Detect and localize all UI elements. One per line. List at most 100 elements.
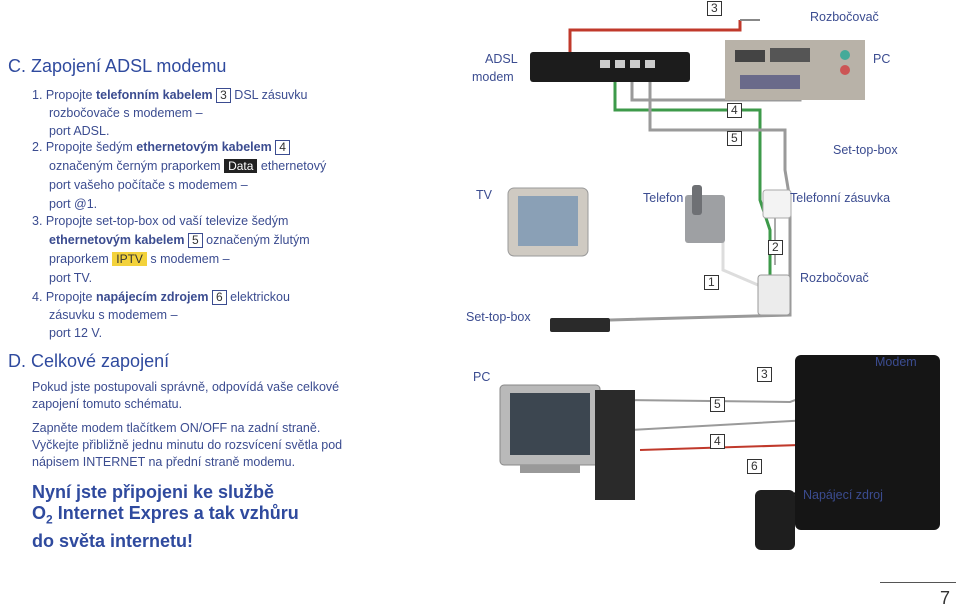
telefon-label: Telefon [643, 191, 684, 205]
step-text: port 12 V. [49, 326, 103, 340]
connection-diagram-top [507, 19, 865, 332]
pc-tower [595, 390, 635, 500]
splitter-device [757, 274, 791, 316]
settopbox-label-left: Set-top-box [466, 310, 531, 324]
step-text: Propojte [45, 88, 96, 102]
power-supply-device [755, 490, 795, 550]
page-number: 7 [940, 588, 951, 608]
tagline-line: Nyní jste připojeni ke službě [32, 482, 275, 502]
step-text: port @1. [49, 197, 98, 211]
step-text: ethernetový [257, 159, 327, 173]
tagline-line: Internet Expres a tak vzhůru [52, 503, 299, 523]
step-text: port TV. [49, 271, 93, 285]
keyboard [520, 465, 580, 473]
step-text: rozbočovače s modemem – [49, 106, 203, 120]
cable-green [613, 80, 772, 285]
para-line: Zapněte modem tlačítkem ON/OFF na zadní … [32, 421, 321, 435]
pc-label-top: PC [873, 52, 891, 66]
para-line: zapojení tomuto schématu. [32, 397, 183, 411]
step-3: 3. Propojte set-top-box od vaší televize… [32, 212, 362, 288]
tagline-sub: 2 [46, 512, 53, 527]
step-bold: ethernetovým kabelem [136, 140, 272, 154]
cable-number-badge: 5 [187, 233, 203, 248]
modem-label: modem [472, 70, 514, 84]
cable-number-badge: 3 [216, 88, 231, 103]
audio-port [840, 65, 850, 75]
cable-number-1-top: 1 [704, 275, 719, 290]
label-line: ADSL [485, 52, 518, 66]
step-1: 1. Propojte telefonním kabelem 3 DSL zás… [32, 86, 362, 140]
step-text: elektrickou [226, 290, 290, 304]
port [630, 60, 640, 68]
cable-phone [721, 240, 759, 287]
port [645, 60, 655, 68]
cable-number-badge: 4 [275, 140, 290, 155]
pc-label-bottom: PC [473, 370, 491, 384]
step-text: Propojte šedým [45, 140, 137, 154]
step-text: označeným žlutým [202, 233, 310, 247]
step-bold: napájecím zdrojem [95, 290, 209, 304]
adsl-label: ADSL [485, 52, 518, 66]
para-line: nápisem INTERNET na přední straně modemu… [32, 455, 296, 469]
step-text: port vašeho počítače s modemem – [49, 178, 248, 192]
page-footer-rule [880, 582, 956, 583]
cable-number-2-top: 2 [768, 240, 783, 255]
phone-handset [692, 185, 702, 215]
connection-diagram-bottom [499, 355, 940, 550]
data-tag: Data [224, 159, 258, 173]
port [770, 48, 810, 62]
iptv-tag: IPTV [112, 252, 147, 266]
pc-screen [510, 393, 590, 455]
step-text: Propojte set-top-box od vaší televize še… [45, 214, 289, 228]
napajeci-zdroj-label: Napájecí zdroj [803, 488, 883, 502]
step-num: 2. [32, 140, 43, 154]
tv-label: TV [476, 188, 492, 202]
cable-number-5-bottom: 5 [710, 397, 725, 412]
port [600, 60, 610, 68]
step-text: Propojte [45, 290, 96, 304]
port [740, 75, 800, 89]
step-text: DSL zásuvku [230, 88, 308, 102]
section-c-heading: C. Zapojení ADSL modemu [8, 56, 227, 76]
cable-number-5-top: 5 [727, 131, 742, 146]
modem-label-bottom: Modem [875, 355, 917, 369]
cable-red [568, 20, 742, 60]
intro-paragraph: Pokud jste postupovali správně, odpovídá… [32, 379, 362, 413]
wall-socket [762, 189, 792, 219]
step-text: zásuvku s modemem – [49, 308, 178, 322]
para-line: Pokud jste postupovali správně, odpovídá… [32, 380, 340, 394]
step-text: označeným černým praporkem [49, 159, 225, 173]
step-text: port ADSL. [49, 124, 110, 138]
step-bold: telefonním kabelem [95, 88, 213, 102]
step-4: 4. Propojte napájecím zdrojem 6 elektric… [32, 288, 362, 342]
modem-device [795, 355, 940, 530]
tagline: Nyní jste připojeni ke službě O2 Interne… [32, 482, 362, 552]
rozbocovac-label-mid: Rozbočovač [800, 271, 869, 285]
tagline-line: do světa internetu! [32, 530, 194, 551]
port [615, 60, 625, 68]
tv-screen [518, 196, 578, 246]
step-num: 3. [32, 214, 43, 228]
rozbocovac-label-top: Rozbočovač [810, 10, 879, 24]
settopbox-label-right: Set-top-box [833, 143, 898, 157]
port [735, 50, 765, 62]
step-num: 4. [32, 290, 43, 304]
phone-device [685, 195, 725, 243]
cable-number-6-bottom: 6 [747, 459, 762, 474]
set-top-box-device [550, 318, 610, 332]
label-line: modem [472, 70, 514, 84]
cable-number-4-bottom: 4 [710, 434, 725, 449]
section-d-heading: D. Celkové zapojení [8, 351, 170, 371]
cable-number-3-top: 3 [707, 1, 722, 16]
step-text: s modemem – [146, 252, 230, 266]
cable-number-4-top: 4 [727, 103, 742, 118]
cable-number-badge: 6 [211, 290, 227, 305]
tagline-o: O [32, 503, 47, 523]
cable-grey-5 [609, 78, 792, 322]
step-text: praporkem [49, 252, 113, 266]
instruction-paragraph: Zapněte modem tlačítkem ON/OFF na zadní … [32, 420, 362, 471]
step-2: 2. Propojte šedým ethernetovým kabelem 4… [32, 138, 362, 214]
cable-number-3-bottom: 3 [757, 367, 772, 382]
audio-port [840, 50, 850, 60]
para-line: Vyčkejte přibližně jednu minutu do rozsv… [32, 438, 343, 452]
